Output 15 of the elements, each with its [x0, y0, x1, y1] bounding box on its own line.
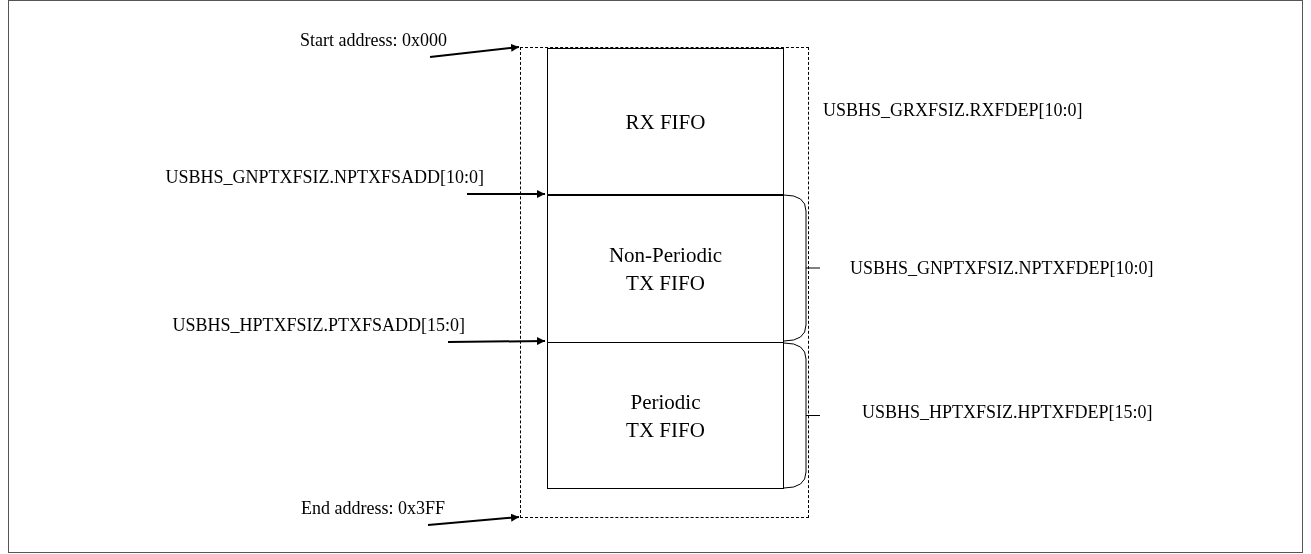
fifo-block: Periodic TX FIFO — [547, 342, 784, 489]
register-field-label: USBHS_GRXFSIZ.RXFDEP[10:0] — [823, 99, 1083, 121]
register-field-label: USBHS_GNPTXFSIZ.NPTXFDEP[10:0] — [850, 257, 1154, 279]
fifo-block: RX FIFO — [547, 48, 784, 195]
address-label: Start address: 0x000 — [300, 29, 447, 51]
address-label: USBHS_HPTXFSIZ.PTXFSADD[15:0] — [172, 314, 465, 336]
register-field-label: USBHS_HPTXFSIZ.HPTXFDEP[15:0] — [862, 401, 1153, 423]
fifo-block: Non-Periodic TX FIFO — [547, 195, 784, 343]
arrow — [427, 513, 520, 526]
memory-region-outline — [520, 47, 809, 518]
arrow — [466, 190, 546, 198]
address-label: End address: 0x3FF — [301, 497, 445, 519]
arrow — [429, 43, 520, 58]
address-label: USBHS_GNPTXFSIZ.NPTXFSADD[10:0] — [165, 166, 484, 188]
arrow — [447, 337, 546, 346]
